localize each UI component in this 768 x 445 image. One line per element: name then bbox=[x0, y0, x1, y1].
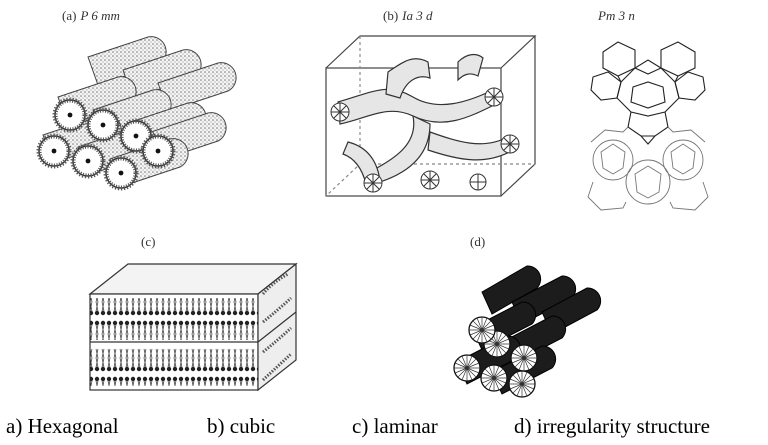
panel-b-tag: (b) bbox=[383, 8, 398, 23]
caption-irregular: d) irregularity structure bbox=[514, 414, 710, 439]
panel-a-tag: (a) bbox=[62, 8, 76, 23]
panel-a-label: (a) P 6 mm bbox=[62, 8, 120, 24]
laminar-layers-illustration bbox=[88, 262, 298, 392]
irregular-rods-illustration bbox=[442, 262, 617, 402]
panel-pm3n-symmetry: Pm 3 n bbox=[598, 8, 635, 23]
caption-laminar: c) laminar bbox=[352, 414, 438, 439]
panel-c-tag: (c) bbox=[141, 234, 155, 249]
cubic-bicontinuous-illustration bbox=[318, 32, 543, 202]
caption-cubic: b) cubic bbox=[207, 414, 275, 439]
caption-hexagonal: a) Hexagonal bbox=[6, 414, 119, 439]
panel-a-symmetry: P 6 mm bbox=[80, 8, 119, 23]
panel-pm3n-label: Pm 3 n bbox=[598, 8, 635, 24]
panel-d-label: (d) bbox=[470, 234, 485, 250]
panel-b-symmetry: Ia 3 d bbox=[402, 8, 432, 23]
pm3n-cage-illustration bbox=[583, 32, 713, 217]
panel-c-label: (c) bbox=[141, 234, 155, 250]
panel-d-tag: (d) bbox=[470, 234, 485, 249]
panel-b-label: (b) Ia 3 d bbox=[383, 8, 433, 24]
hexagonal-rods-illustration bbox=[28, 35, 238, 210]
